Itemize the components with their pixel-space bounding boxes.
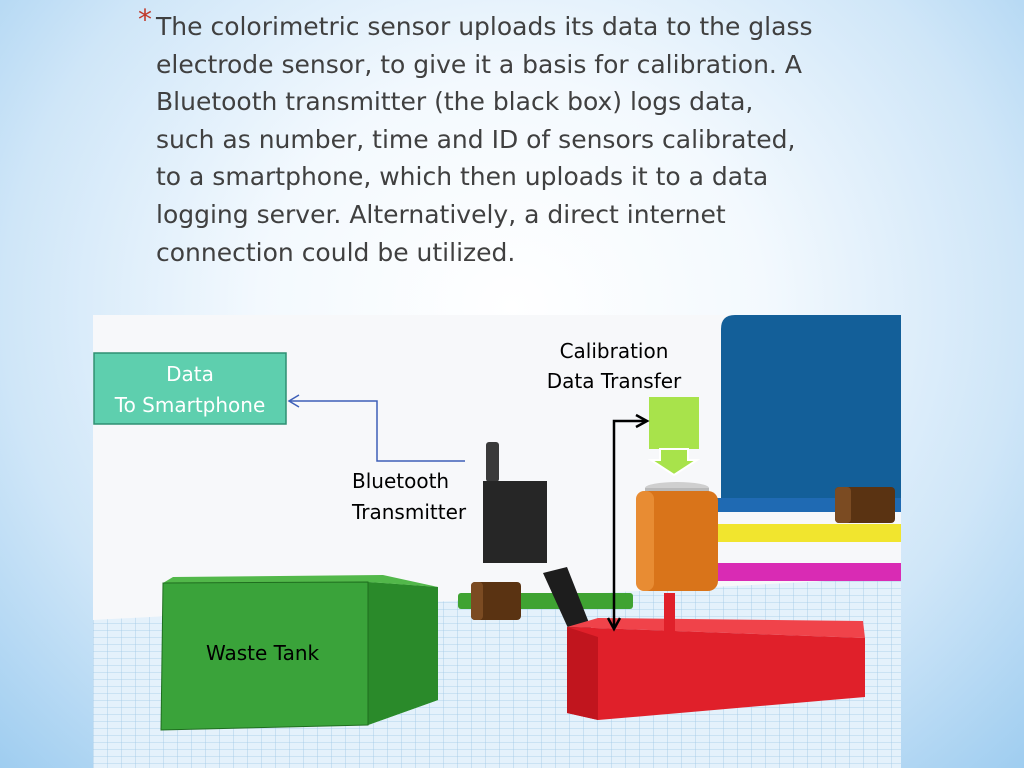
bullet-text: The colorimetric sensor uploads its data… [156, 12, 813, 267]
green-tube-coupler [471, 582, 521, 620]
waste-tank-label: Waste Tank [206, 641, 320, 665]
calibration-pointer-arrow-icon [606, 413, 650, 632]
yellow-tube [713, 524, 901, 542]
blue-reservoir [721, 315, 901, 500]
transmitter-box [483, 481, 547, 563]
data-box-line1: Data [166, 362, 214, 386]
antenna [486, 442, 499, 482]
calibration-label-line2: Data Transfer [547, 369, 682, 393]
bluetooth-transmitter [483, 442, 593, 639]
calibration-label-line1: Calibration [560, 339, 669, 363]
bluetooth-link-arrow-icon [287, 394, 465, 462]
transmitter-arm [543, 567, 593, 639]
data-box-line2: To Smartphone [114, 393, 266, 417]
bluetooth-label-line2: Transmitter [351, 500, 467, 524]
device-illustration: Waste Tank [93, 315, 901, 768]
bluetooth-label-line1: Bluetooth [352, 469, 449, 493]
base-block [567, 618, 865, 720]
waste-tank [160, 575, 438, 731]
sensor-stem [664, 593, 675, 633]
glass-electrode-sensor [636, 482, 718, 591]
magenta-tube [713, 563, 901, 581]
data-to-smartphone-box [93, 352, 287, 425]
calibration-transfer-arrow-icon [647, 397, 701, 477]
bullet-asterisk-icon: * [138, 3, 152, 36]
